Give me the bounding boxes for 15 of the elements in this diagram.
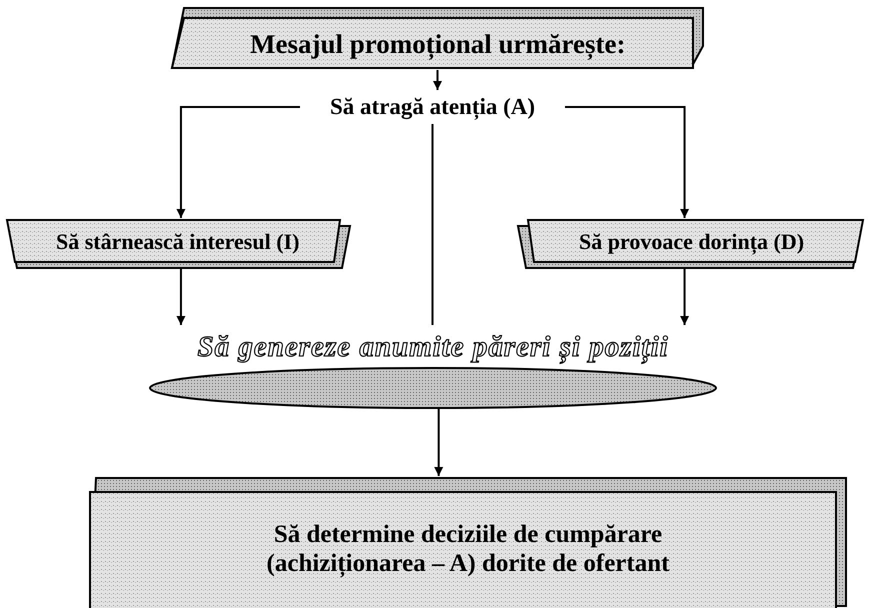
node-label: Să atragă atenția (A) xyxy=(330,94,536,120)
node-label: Să stârnească interesul (I) xyxy=(56,228,300,254)
arrow xyxy=(176,106,300,218)
arrow xyxy=(434,408,444,476)
node-label: Mesajul promoțional urmărește: xyxy=(250,28,626,60)
connector-line xyxy=(432,124,434,325)
title-banner xyxy=(170,6,705,70)
outlined-heading: Să genereze anumite păreri și poziții xyxy=(198,331,669,364)
arrow xyxy=(565,106,690,218)
arrow xyxy=(433,70,442,90)
node-label: Să provoace dorința (D) xyxy=(579,228,804,254)
node-label: Să determine deciziile de cumpărare (achiziționarea – A) dorite de ofertant xyxy=(266,521,670,578)
step-banner xyxy=(518,218,865,268)
step-banner xyxy=(5,218,350,268)
result-plate xyxy=(88,476,848,608)
